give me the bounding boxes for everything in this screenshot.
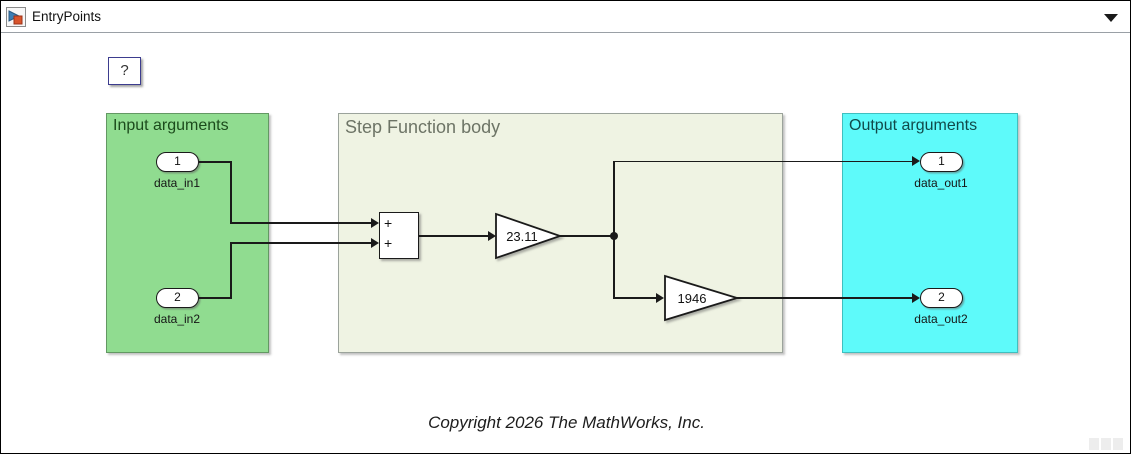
input-arguments-region-title: Input arguments [113, 117, 229, 134]
outport-2-label: data_out2 [914, 312, 968, 326]
arrowhead-sum-in1 [371, 218, 379, 228]
chevron-down-icon[interactable] [1104, 14, 1118, 22]
gain-block-1946[interactable] [664, 274, 741, 322]
wire-sum-to-gain1[interactable] [419, 235, 488, 237]
arrowhead-out2 [912, 293, 920, 303]
wire-in1-h[interactable] [199, 161, 231, 163]
sum-plus-sign-top: + [384, 215, 393, 231]
inport-2-label: data_in2 [153, 312, 201, 326]
arrowhead-gain1-in [488, 231, 496, 241]
outport-1-block[interactable]: 1 [920, 152, 963, 172]
breadcrumb-bar: EntryPoints [1, 1, 1130, 33]
subsystem-badge-icon[interactable] [6, 7, 26, 27]
inport-2-block[interactable]: 2 [156, 288, 199, 308]
wire-in1-v[interactable] [230, 161, 232, 223]
wire-to-out1[interactable] [613, 160, 912, 163]
wire-junction-down[interactable] [613, 236, 615, 298]
inport-1-label: data_in1 [153, 176, 201, 190]
wire-in2-h[interactable] [199, 297, 231, 299]
gain-block-23-11[interactable] [495, 212, 563, 260]
outport-1-label: data_out1 [914, 176, 968, 190]
wire-to-gain2[interactable] [613, 297, 657, 299]
wire-gain2-to-out2[interactable] [737, 297, 912, 299]
sum-plus-sign-bottom: + [384, 235, 393, 251]
wire-gain1-to-junction[interactable] [560, 235, 614, 237]
arrowhead-gain2-in [656, 293, 664, 303]
arrowhead-sum-in2 [371, 238, 379, 248]
arrowhead-out1 [912, 156, 920, 166]
sum-block[interactable]: + + [379, 212, 419, 259]
breadcrumb-model-name[interactable]: EntryPoints [32, 9, 102, 24]
wire-in2-to-sum[interactable] [230, 242, 372, 244]
subsystem-badge-glyph [8, 10, 23, 25]
gain-block-23-11-value: 23.11 [506, 229, 538, 244]
wire-in1-to-sum[interactable] [230, 222, 372, 224]
copyright-annotation: Copyright 2026 The MathWorks, Inc. [428, 413, 705, 432]
outport-2-block[interactable]: 2 [920, 288, 963, 308]
doc-help-block[interactable]: ? [108, 57, 141, 85]
step-function-body-region-title: Step Function body [345, 117, 501, 137]
wire-in2-v[interactable] [230, 243, 232, 299]
wire-junction-up[interactable] [613, 161, 615, 236]
output-arguments-region-title: Output arguments [849, 117, 978, 134]
gain-block-1946-value: 1946 [677, 291, 707, 306]
inport-1-block[interactable]: 1 [156, 152, 199, 172]
corner-watermark [1089, 438, 1123, 450]
